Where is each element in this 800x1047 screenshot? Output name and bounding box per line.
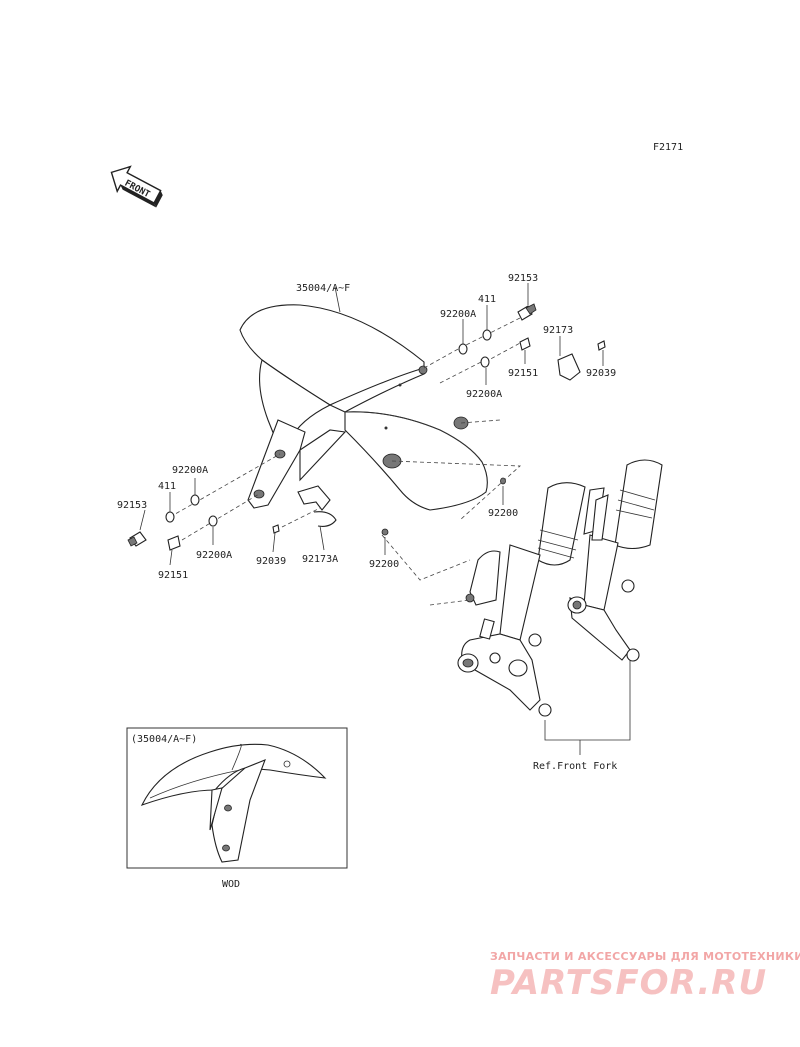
label-collar-l1: 411 — [158, 481, 176, 492]
label-washer-l1: 92200A — [172, 465, 208, 476]
label-fender: 35004/A~F — [296, 283, 350, 294]
inset-caption: WOD — [222, 879, 240, 890]
front-arrow-icon: FRONT — [110, 165, 163, 208]
watermark-tagline: ЗАПЧАСТИ И АКСЕССУАРЫ ДЛЯ МОТОТЕХНИКИ — [490, 950, 800, 963]
front-fork-left — [457, 482, 586, 717]
label-collar-r1: 411 — [478, 294, 496, 305]
label-screw-r: 92039 — [586, 368, 616, 379]
label-clamp-r: 92173 — [543, 325, 573, 336]
label-screw-l: 92039 — [256, 556, 286, 567]
inset-title: (35004/A~F) — [131, 734, 197, 745]
label-bolt-r2: 92151 — [508, 368, 538, 379]
label-washer-r2: 92200A — [466, 389, 502, 400]
hardware-left — [127, 485, 389, 551]
figure-code: F2171 — [653, 142, 683, 153]
label-ref-fork: Ref.Front Fork — [533, 761, 617, 772]
label-bolt-r1: 92153 — [508, 273, 538, 284]
front-fender — [239, 304, 488, 511]
label-nut-mid: 92200 — [369, 559, 399, 570]
front-fork-right — [567, 459, 663, 662]
label-bolt-l2: 92151 — [158, 570, 188, 581]
hardware-right — [458, 303, 606, 485]
label-bolt-l1: 92153 — [117, 500, 147, 511]
watermark-brand: PARTSFOR.RU — [490, 963, 768, 1003]
label-washer-l2: 92200A — [196, 550, 232, 561]
inset-variant-box: (35004/A~F) — [126, 727, 348, 869]
label-clamp-l: 92173A — [302, 554, 338, 565]
label-nut-right: 92200 — [488, 508, 518, 519]
label-washer-r1: 92200A — [440, 309, 476, 320]
